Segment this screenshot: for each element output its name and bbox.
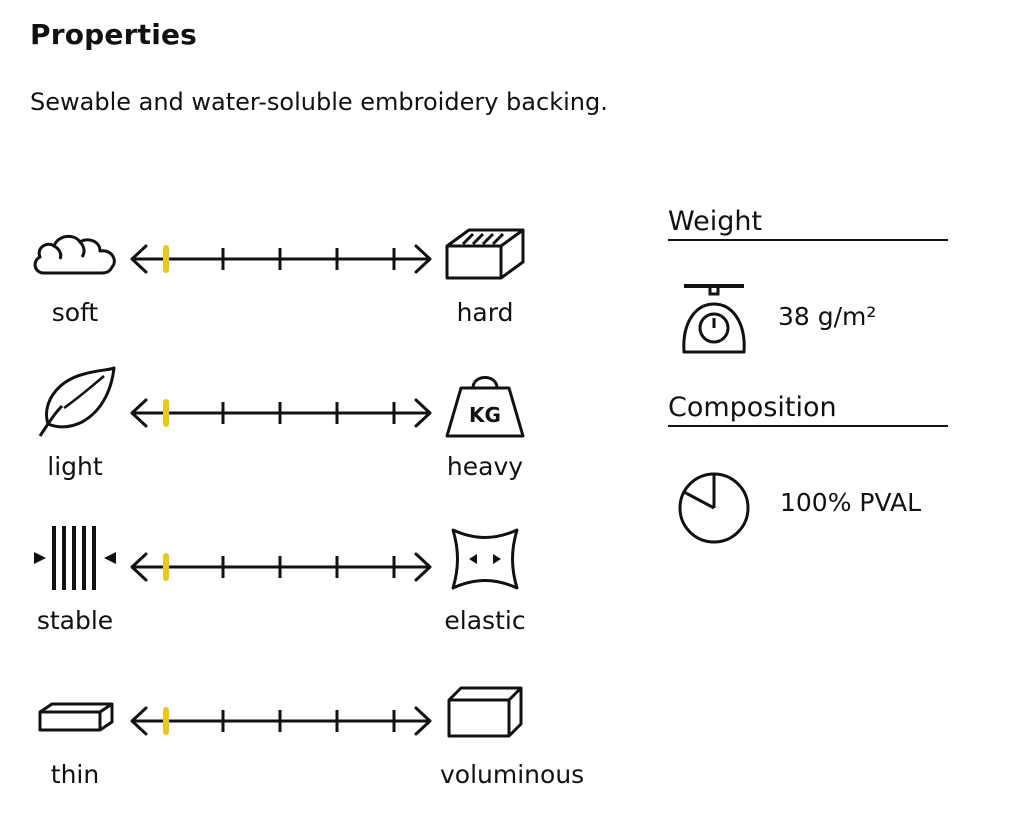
scale-left-label: light [47, 452, 103, 481]
kitchen-scale-icon [676, 282, 752, 356]
scale-right-arrow [414, 244, 432, 274]
scale-stable-elastic: stable elastic [0, 526, 640, 682]
scale-soft-hard: soft hard [0, 224, 640, 374]
scale-left-label: stable [36, 606, 114, 635]
cloud-icon [30, 229, 120, 279]
scale-right-label: hard [456, 298, 514, 327]
weight-heading: Weight [668, 206, 948, 241]
composition-heading: Composition [668, 392, 948, 427]
scale-left-label: thin [50, 760, 100, 789]
stretch-icon [449, 526, 521, 592]
scale-left-arrow [130, 244, 148, 274]
scale-right-arrow [414, 398, 432, 428]
brick-icon [443, 224, 527, 284]
pie-chart-icon [676, 470, 752, 546]
kg-weight-icon: KG [443, 366, 527, 442]
product-description: Sewable and water-soluble embroidery bac… [30, 88, 608, 116]
scale-right-label: heavy [446, 452, 524, 481]
scale-right-label: elastic [444, 606, 526, 635]
compressed-lines-icon [32, 524, 118, 592]
composition-value: 100% PVAL [780, 488, 922, 517]
scale-track [128, 542, 434, 592]
scale-thin-voluminous: thin voluminous [0, 686, 640, 836]
weight-value: 38 g/m² [778, 302, 877, 331]
page-title: Properties [30, 18, 198, 51]
scale-track [128, 234, 434, 284]
box-icon [445, 684, 525, 740]
scale-light-heavy: KG light heavy [0, 366, 640, 528]
thin-slab-icon [38, 700, 114, 734]
kg-label: KG [469, 403, 501, 427]
scale-right-arrow [414, 552, 432, 582]
feather-icon [34, 366, 118, 442]
scale-right-arrow [414, 706, 432, 736]
scale-left-arrow [130, 552, 148, 582]
scale-track [128, 696, 434, 746]
scale-left-label: soft [51, 298, 99, 327]
scale-left-arrow [130, 706, 148, 736]
scale-track [128, 388, 434, 438]
scale-right-label: voluminous [440, 760, 585, 789]
scale-left-arrow [130, 398, 148, 428]
